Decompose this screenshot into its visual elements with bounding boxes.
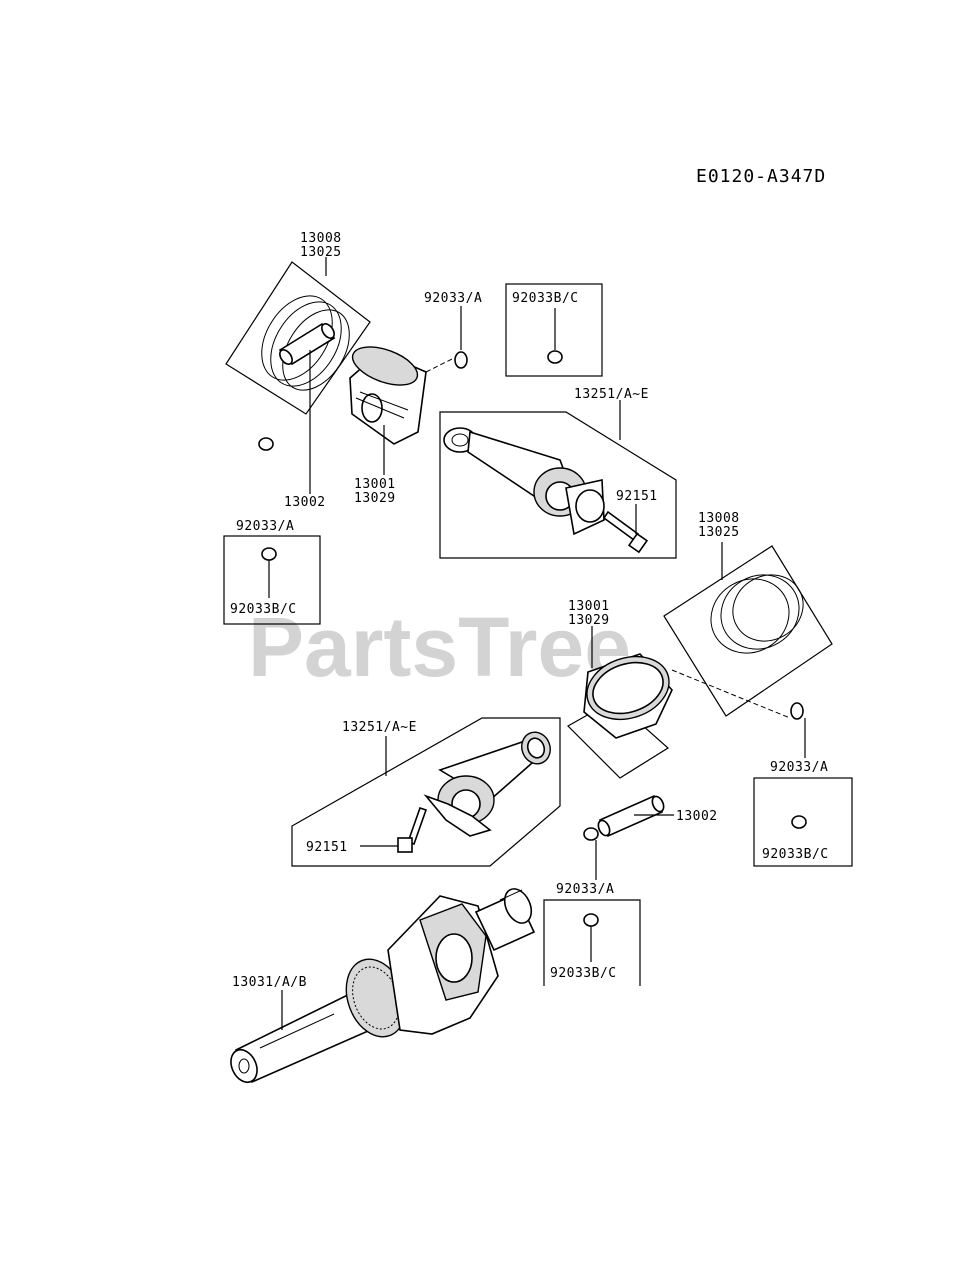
label-clip-top: 92033/A [424, 291, 482, 306]
label-piston-right-alt: 13029 [568, 613, 610, 628]
label-rings-right: 13008 [698, 511, 740, 526]
label-bolt-bottom: 92151 [306, 840, 348, 855]
clip-box-right [753, 777, 853, 867]
label-clip-box-left-bc: 92033B/C [230, 602, 297, 617]
piston-pin-right[interactable] [596, 794, 666, 838]
label-clip-bottom-a: 92033/A [556, 882, 614, 897]
circlip-loose-left[interactable] [258, 437, 274, 451]
label-conrod-top: 13251/A~E [574, 387, 649, 402]
circlip-alt-top[interactable] [547, 350, 563, 364]
circlip-top[interactable] [454, 351, 468, 369]
piston-right[interactable] [567, 646, 677, 779]
label-clip-right-a: 92033/A [770, 760, 828, 775]
label-clip-box-top: 92033B/C [512, 291, 579, 306]
clip-box-top [505, 283, 603, 377]
diagram-code: E0120-A347D [696, 166, 826, 187]
bolt-top[interactable] [602, 510, 649, 554]
watermark: PartsTree [248, 600, 631, 694]
label-piston-top-alt: 13029 [354, 491, 396, 506]
clip-box-left [223, 535, 321, 625]
label-conrod-bottom: 13251/A~E [342, 720, 417, 735]
clip-box-bottom [543, 899, 641, 986]
label-rings-top: 13008 [300, 231, 342, 246]
label-crankshaft: 13031/A/B [232, 975, 307, 990]
label-rings-right-alt: 13025 [698, 525, 740, 540]
label-pin-top: 13002 [284, 495, 326, 510]
label-piston-top: 13001 [354, 477, 396, 492]
circlip-right-box[interactable] [791, 815, 807, 829]
piston-pin-top[interactable] [277, 322, 336, 367]
label-pin-right: 13002 [676, 809, 718, 824]
circlip-loose-bottom[interactable] [583, 827, 599, 841]
label-clip-box-left-a: 92033/A [236, 519, 294, 534]
connecting-rod-top[interactable] [443, 427, 605, 536]
bolt-bottom[interactable] [397, 806, 428, 853]
circlip-left-box[interactable] [261, 547, 277, 561]
conrod-box-top [439, 411, 677, 559]
label-clip-right-bc: 92033B/C [762, 847, 829, 862]
piston-rings-right[interactable] [663, 545, 833, 717]
label-piston-right: 13001 [568, 599, 610, 614]
connecting-rod-bottom[interactable] [423, 728, 555, 837]
piston-top[interactable] [348, 339, 427, 445]
label-bolt-top: 92151 [616, 489, 658, 504]
conrod-box-bottom [291, 717, 561, 867]
circlip-right[interactable] [790, 702, 804, 720]
crankshaft[interactable] [226, 885, 537, 1087]
label-rings-top-alt: 13025 [300, 245, 342, 260]
label-clip-bottom-bc: 92033B/C [550, 966, 617, 981]
circlip-bottom-box[interactable] [583, 913, 599, 927]
piston-rings-top[interactable] [225, 261, 371, 415]
